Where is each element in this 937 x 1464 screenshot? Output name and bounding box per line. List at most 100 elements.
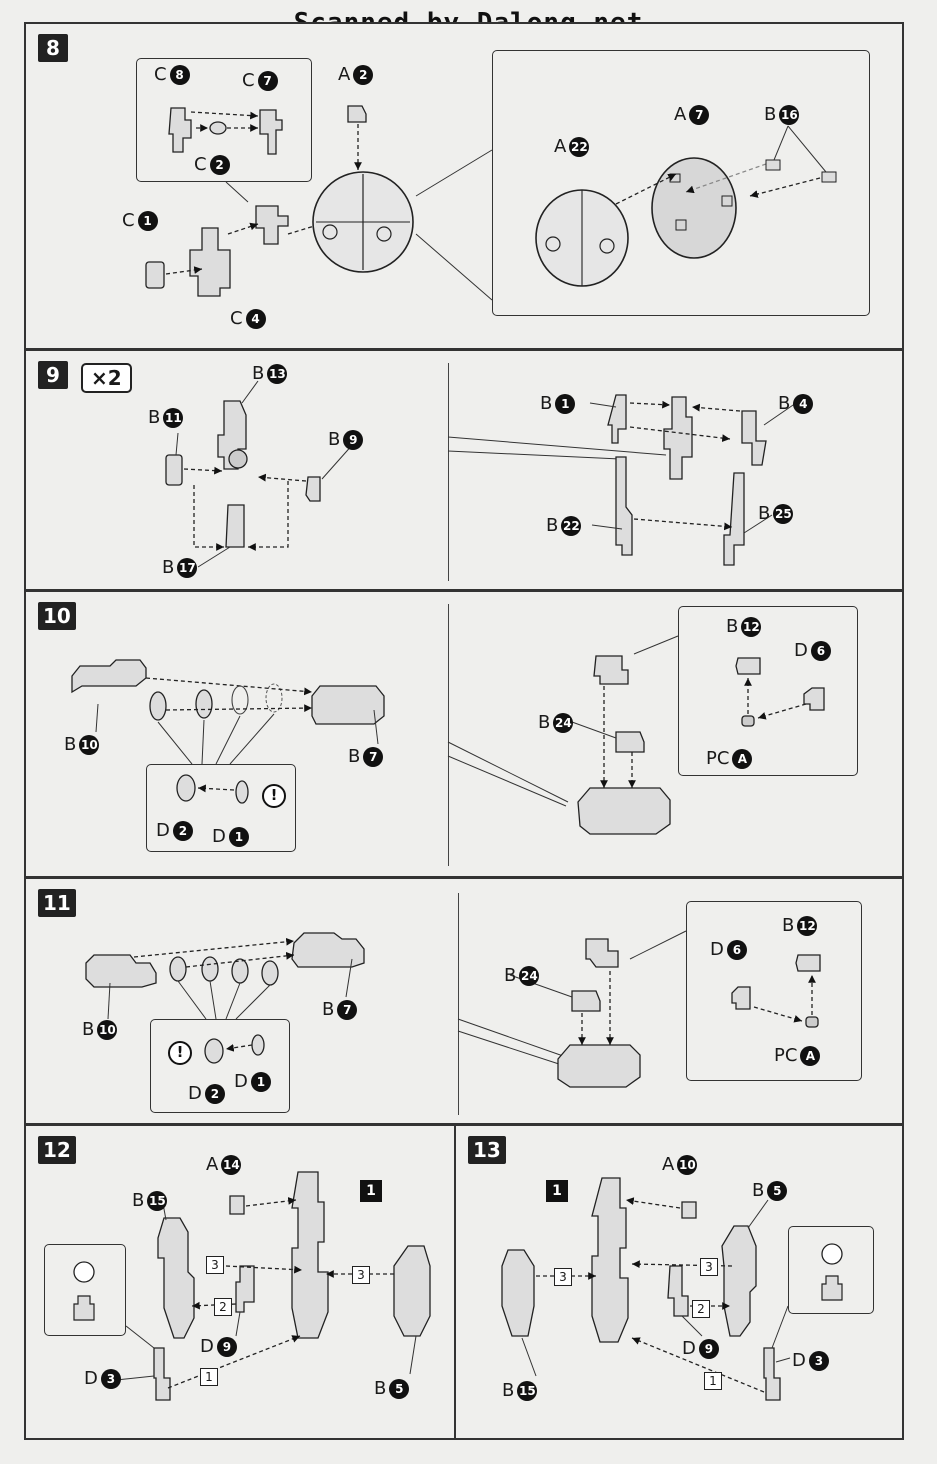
- part-b12-assembled: [585, 938, 619, 968]
- part-d9: [235, 1265, 255, 1313]
- part-b12: [795, 954, 821, 972]
- part-a2: [347, 105, 367, 123]
- part-d2: [204, 1038, 224, 1064]
- step-number: 13: [468, 1136, 506, 1164]
- step-order-2: 2: [214, 1298, 232, 1316]
- part-d6: [731, 986, 751, 1010]
- part-b11: [165, 454, 183, 486]
- leg-frame: [291, 1171, 329, 1339]
- part-b15: [501, 1249, 535, 1337]
- part-ref-1: 1: [360, 1180, 382, 1202]
- step-8-panel: 8: [24, 22, 904, 350]
- panel-divider: [448, 604, 449, 866]
- shield-back-a7: [651, 157, 737, 259]
- step-8-diagram: [145, 105, 837, 301]
- part-d6: [803, 687, 825, 711]
- part-b7: [311, 685, 385, 725]
- part-c1: [145, 261, 165, 289]
- part-a14: [229, 1195, 245, 1215]
- part-b7: [291, 932, 365, 968]
- tool-part-icon: [73, 1295, 95, 1321]
- part-c4: [189, 227, 231, 297]
- multiplier-badge: ×2: [81, 363, 132, 393]
- part-b10: [85, 954, 157, 988]
- part-d2: [176, 774, 196, 802]
- step-order-3b: 3: [700, 1258, 718, 1276]
- part-b4-frame: [663, 396, 693, 480]
- warning-icon: !: [168, 1041, 192, 1065]
- wheel-row: [169, 956, 279, 986]
- step-order-1: 1: [200, 1368, 218, 1386]
- part-d3: [153, 1347, 171, 1401]
- part-b5: [393, 1245, 431, 1337]
- part-d1: [251, 1034, 265, 1056]
- part-b16-a: [765, 159, 781, 171]
- detail-inset: [686, 901, 862, 1081]
- part-ref-1: 1: [546, 1180, 568, 1202]
- cut-gate-icon: [73, 1261, 95, 1283]
- part-b13: [217, 400, 247, 470]
- tool-part-icon: [821, 1275, 843, 1301]
- step-order-3a: 3: [206, 1256, 224, 1274]
- part-b17: [225, 504, 245, 548]
- step-9-diagram: [165, 380, 797, 568]
- step-order-2: 2: [692, 1300, 710, 1318]
- step-number: 12: [38, 1136, 76, 1164]
- part-d9: [667, 1265, 689, 1317]
- step-10-panel: 10: [24, 590, 904, 878]
- step-order-3b: 3: [352, 1266, 370, 1284]
- step-number: 8: [38, 34, 68, 62]
- step-11-diagram: [85, 930, 821, 1088]
- step-number: 9: [38, 361, 68, 389]
- part-b12-assembled: [593, 655, 629, 685]
- step-12-diagram: [73, 1171, 431, 1401]
- part-c7-assembled: [255, 205, 289, 245]
- part-c7: [259, 109, 283, 155]
- panel-divider: [458, 893, 459, 1115]
- warning-inset: [146, 764, 296, 852]
- part-b16-b: [821, 171, 837, 183]
- part-b24: [615, 731, 645, 753]
- part-b1: [607, 394, 627, 444]
- part-c2: [209, 121, 227, 135]
- warning-inset: [150, 1019, 290, 1113]
- step-11-panel: 11: [24, 877, 904, 1125]
- tool-hint-inset: [44, 1244, 126, 1336]
- wheel-row: [149, 683, 283, 721]
- warning-icon: !: [262, 784, 286, 808]
- leg-frame: [591, 1177, 629, 1343]
- part-b22: [615, 456, 633, 556]
- part-d1: [235, 780, 249, 804]
